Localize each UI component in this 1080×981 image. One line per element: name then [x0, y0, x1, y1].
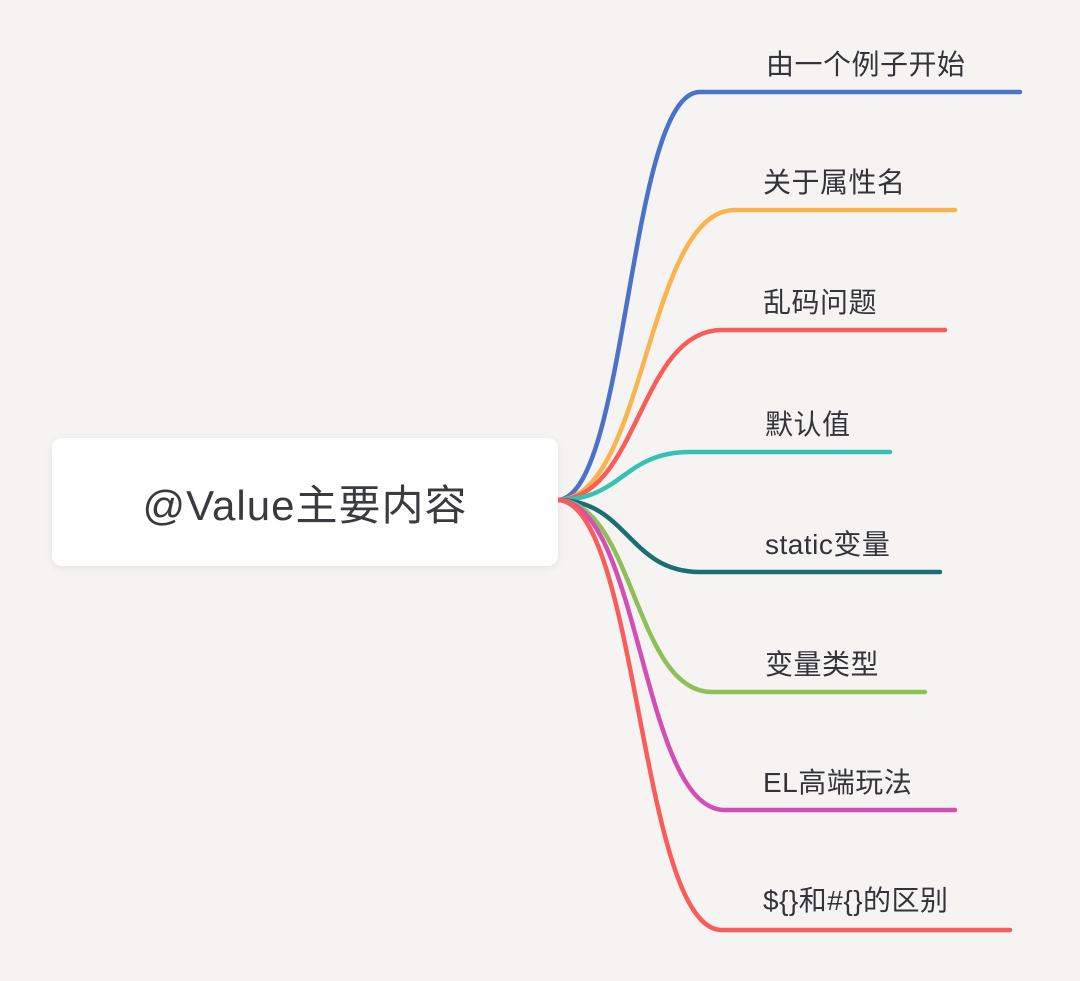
branch-line-el-advanced-usage [554, 497, 958, 813]
branch-node-default-value[interactable]: 默认值 [765, 409, 851, 440]
root-topic-node[interactable]: @Value主要内容 [52, 438, 558, 566]
branch-node-garbled-text-problem[interactable]: 乱码问题 [763, 287, 878, 318]
branch-line-dollar-hash-difference [554, 497, 1013, 933]
branch-node-example-start[interactable]: 由一个例子开始 [766, 49, 966, 80]
branch-node-dollar-hash-difference[interactable]: ${}和#{}的区别 [763, 885, 949, 916]
branch-line-static-variable [554, 497, 943, 575]
branch-node-el-advanced-usage[interactable]: EL高端玩法 [763, 767, 913, 798]
branch-line-variable-type [554, 497, 928, 695]
root-topic-label: @Value主要内容 [142, 481, 468, 529]
branch-node-static-variable[interactable]: static变量 [765, 529, 891, 560]
branch-node-property-name[interactable]: 关于属性名 [763, 167, 906, 198]
branch-line-property-name [554, 207, 958, 503]
branch-node-variable-type[interactable]: 变量类型 [765, 649, 880, 680]
branch-line-example-start [554, 89, 1023, 503]
branch-line-default-value [554, 449, 893, 503]
branch-line-garbled-text-problem [554, 327, 948, 503]
